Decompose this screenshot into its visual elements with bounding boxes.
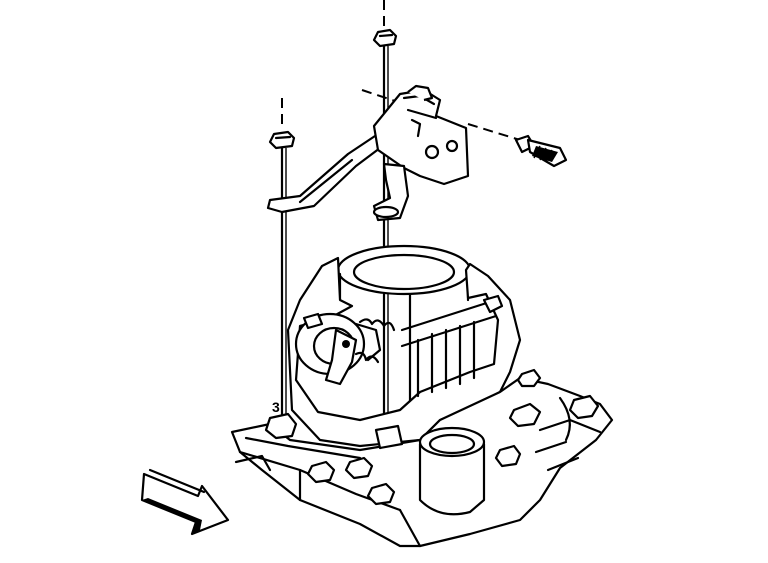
- nut-left: [268, 130, 296, 150]
- throttle-cable-bracket: [266, 84, 470, 222]
- mounting-bolt: [514, 134, 568, 168]
- direction-arrow-icon: [140, 468, 230, 536]
- throttle-bore: [336, 244, 472, 296]
- throttle-lever: [294, 312, 396, 386]
- throttle-body: [286, 244, 522, 448]
- center-line-bolt-b: [467, 123, 521, 141]
- manifold-bolts: [306, 368, 600, 506]
- intake-manifold: [230, 368, 614, 548]
- callout-3: 3: [272, 399, 280, 415]
- nut-top: [372, 28, 398, 48]
